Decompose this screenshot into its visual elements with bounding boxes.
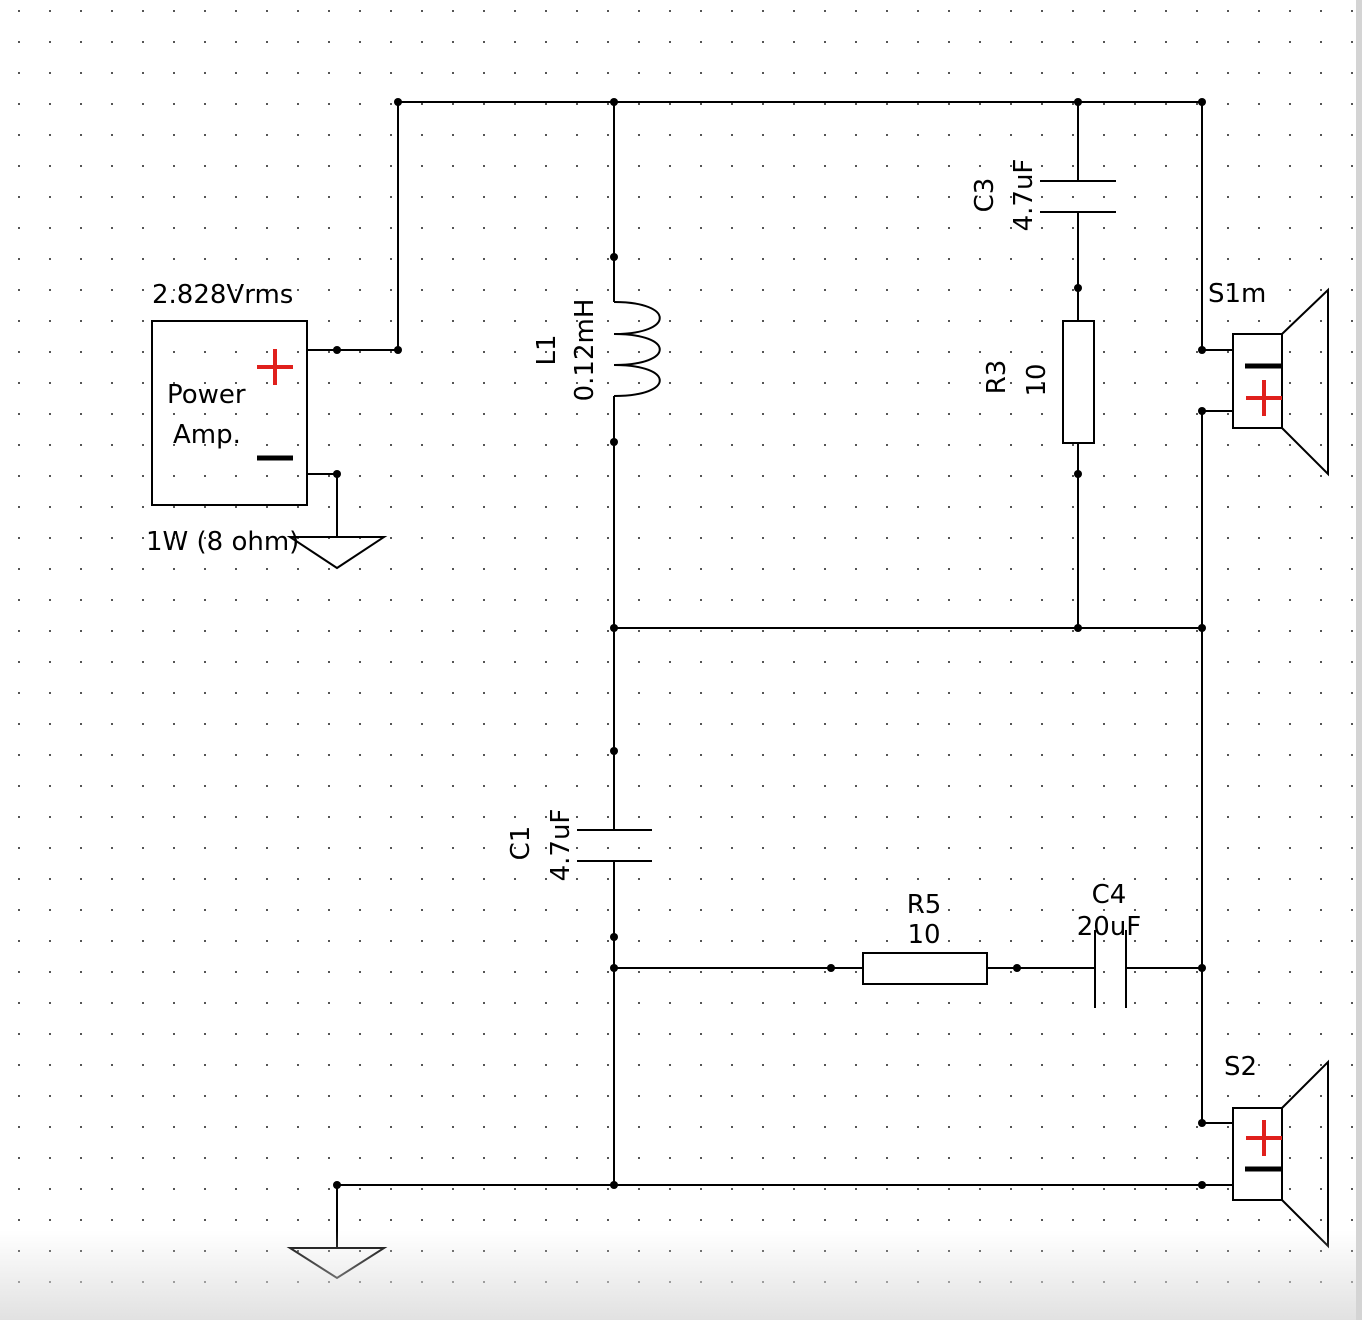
inductor-coil xyxy=(613,301,661,397)
ground-symbol-bottom xyxy=(286,1247,388,1280)
amp-power-label: 1W (8 ohm) xyxy=(146,527,299,557)
amp-plus-sign xyxy=(257,349,293,385)
capacitor-c1[interactable]: C1 4.7uF xyxy=(506,809,652,882)
r3-ref-label: R3 xyxy=(982,360,1012,395)
junction-dot xyxy=(1074,98,1082,106)
junction-dot xyxy=(610,438,618,446)
r3-value-label: 10 xyxy=(1022,363,1052,396)
junction-dot xyxy=(1198,1181,1206,1189)
c4-value-label: 20uF xyxy=(1077,912,1142,942)
r5-body xyxy=(862,952,988,985)
junction-dot xyxy=(394,98,402,106)
power-amp-body xyxy=(151,320,308,506)
junction-dot xyxy=(610,747,618,755)
amp-name-line2: Amp. xyxy=(173,420,241,450)
s2-cone xyxy=(1281,1059,1329,1249)
c1-ref-label: C1 xyxy=(506,826,536,861)
junction-dot xyxy=(1074,624,1082,632)
junction-dot xyxy=(1198,1119,1206,1127)
junction-dot xyxy=(610,964,618,972)
capacitor-c4[interactable]: C4 20uF xyxy=(1077,880,1142,1008)
capacitor-c3[interactable]: C3 4.7uF xyxy=(970,159,1116,232)
junction-dot xyxy=(333,1181,341,1189)
s1-magnet xyxy=(1232,333,1283,429)
junction-dot xyxy=(1074,284,1082,292)
junction-dot xyxy=(1198,346,1206,354)
junction-dot xyxy=(1074,470,1082,478)
s1-plus-sign xyxy=(1246,380,1282,416)
grid-dots xyxy=(18,10,1353,1283)
r5-ref-label: R5 xyxy=(907,890,942,920)
junction-dot xyxy=(827,964,835,972)
amp-voltage-label: 2.828Vrms xyxy=(152,280,293,310)
junction-dot xyxy=(394,346,402,354)
junction-dot xyxy=(610,933,618,941)
junction-dot xyxy=(1198,964,1206,972)
c1-value-label: 4.7uF xyxy=(546,809,576,882)
c3-value-label: 4.7uF xyxy=(1009,159,1039,232)
s2-magnet xyxy=(1232,1107,1283,1201)
l1-ref-label: L1 xyxy=(532,334,562,365)
speaker-s2[interactable]: S2 xyxy=(1224,1052,1329,1249)
s1-ref-label: S1m xyxy=(1208,279,1266,309)
junction-dot xyxy=(333,346,341,354)
ground-symbol-amp xyxy=(286,536,388,570)
junction-dot xyxy=(1198,624,1206,632)
s2-plus-sign xyxy=(1246,1120,1282,1156)
junction-dot xyxy=(1198,407,1206,415)
c4-ref-label: C4 xyxy=(1092,880,1127,910)
speaker-s1[interactable]: S1m xyxy=(1208,279,1329,477)
wires xyxy=(307,101,1233,1248)
window-edge xyxy=(1356,0,1362,1320)
r3-body xyxy=(1062,320,1095,444)
junction-dot xyxy=(610,1181,618,1189)
junction-dot xyxy=(1198,98,1206,106)
junction-dots xyxy=(333,98,1206,1189)
c3-ref-label: C3 xyxy=(970,178,1000,213)
resistor-r5[interactable]: R5 10 xyxy=(862,890,988,985)
resistor-r3[interactable]: R3 10 xyxy=(982,320,1095,444)
s2-ref-label: S2 xyxy=(1224,1052,1257,1082)
junction-dot xyxy=(1013,964,1021,972)
junction-dot xyxy=(610,253,618,261)
junction-dot xyxy=(610,98,618,106)
junction-dot xyxy=(610,624,618,632)
l1-value-label: 0.12mH xyxy=(570,299,600,402)
s1-cone xyxy=(1281,287,1329,477)
r5-value-label: 10 xyxy=(907,920,940,950)
amp-name-line1: Power xyxy=(167,380,246,410)
power-amp[interactable]: 2.828Vrms Power Amp. 1W (8 ohm) xyxy=(146,280,308,557)
junction-dot xyxy=(333,470,341,478)
inductor-l1[interactable]: L1 0.12mH xyxy=(532,299,661,402)
